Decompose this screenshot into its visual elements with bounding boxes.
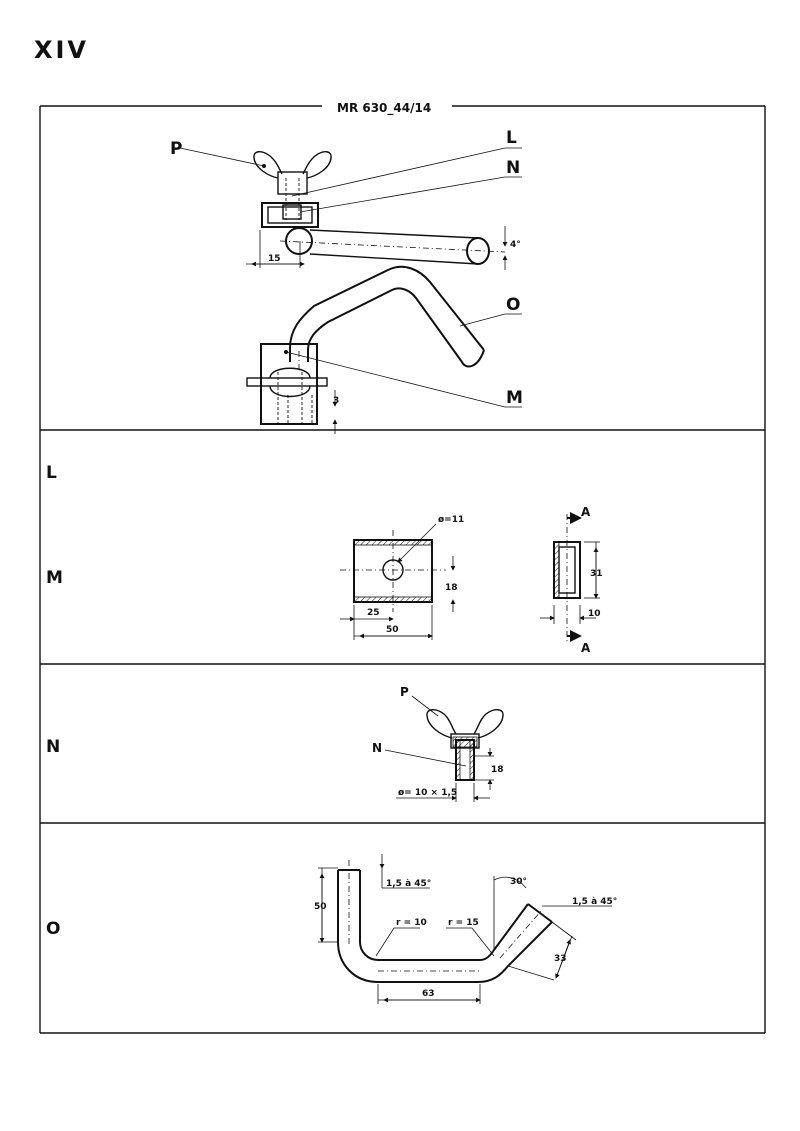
row-label-o: O [46,919,60,939]
callout-o: O [506,295,520,315]
callout-n-row: N [372,741,382,755]
part-m-section-view: 31 10 A A [540,505,603,655]
callout-l: L [506,128,517,148]
assembly-callouts: P L N O M [170,128,523,408]
dim-3-assembly: 3 [332,390,339,434]
section-a-bottom: A [581,641,591,655]
dim-m-10-label: 10 [588,609,601,619]
dim-angle-assembly: 4° [502,226,521,270]
dim-n-dia-label: ø= 10 × 1,5 [398,788,457,798]
drawing-reference: MR 630_44/14 [337,101,431,116]
row-label-m: M [46,568,63,588]
part-m-front-view: ø=11 18 25 50 [340,515,464,640]
row-label-n: N [46,737,60,757]
row-label-l: L [46,463,57,483]
dim-o-chamfer2-label: 1,5 à 45° [572,897,617,907]
dim-n-18-label: 18 [491,765,504,775]
dim-o-63-label: 63 [422,989,435,999]
clamp-block-front [246,343,328,425]
dim-m-18-label: 18 [445,583,458,593]
callout-p: P [170,139,182,159]
callout-m: M [506,388,523,408]
clamp-block-top [261,202,319,228]
dim-o-r15-label: r = 15 [448,918,479,928]
dim-15-label: 15 [268,254,281,264]
callout-n: N [506,158,520,178]
bent-bar-front [289,265,485,370]
dim-15-assembly: 15 [246,254,305,267]
dim-m-25-label: 25 [367,608,380,618]
dim-angle-label: 4° [510,240,521,250]
assembly-view: 15 4° P L N O M [170,128,523,434]
section-a-top: A [581,505,591,519]
dim-bore-label: ø=11 [438,515,464,525]
dim-3-label: 3 [333,396,339,406]
wing-nut-top [253,151,332,220]
dim-o-33-label: 33 [554,954,567,964]
handle-rod-top [259,227,506,268]
dim-o-30-label: 30° [510,877,527,887]
dim-m-31-label: 31 [590,569,603,579]
plate-number: XIV [34,36,89,64]
dim-o-r10-label: r = 10 [396,918,427,928]
callout-p-row: P [400,685,409,699]
dim-o-chamfer1-label: 1,5 à 45° [386,879,431,889]
drawing-frame [39,105,766,1034]
part-n-wing-nut: 18 ø= 10 × 1,5 N P [372,685,504,802]
dim-m-50-label: 50 [386,625,399,635]
dim-o-50-label: 50 [314,902,327,912]
part-o-bent-bar: 1,5 à 45° 50 r = 10 r = 15 63 30° 1,5 à … [314,854,617,1004]
